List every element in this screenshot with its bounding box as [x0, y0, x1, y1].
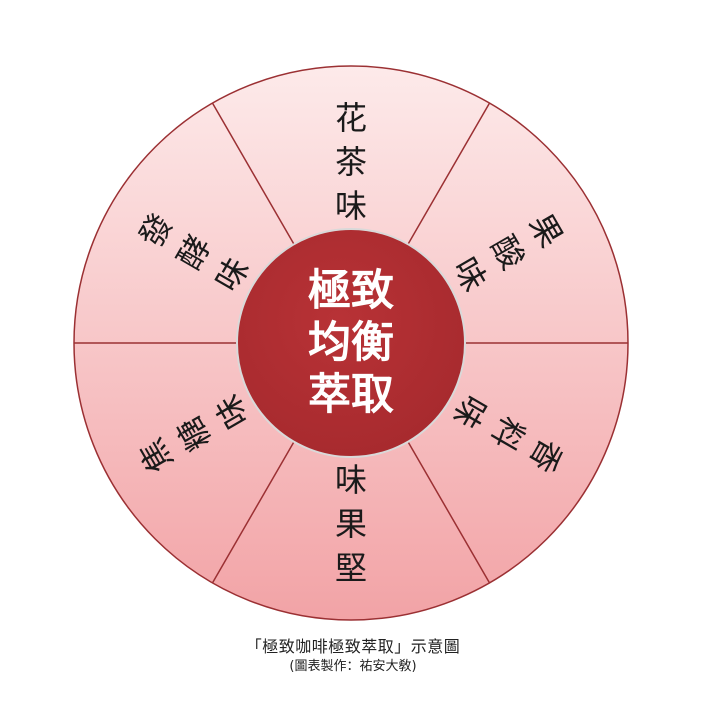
segment-dividers — [74, 102, 628, 584]
center-line-0: 極致 — [308, 266, 394, 316]
segment-floral-char-1: 茶 — [335, 143, 367, 181]
center-line-1: 均衡 — [308, 318, 394, 368]
segment-divider-1 — [407, 102, 491, 245]
segment-nut-char-1: 果 — [335, 505, 367, 543]
segment-nut-char-0: 堅 — [335, 549, 367, 587]
segment-floral-char-0: 花 — [335, 99, 367, 137]
center-line-2: 萃取 — [308, 370, 394, 420]
segment-floral-char-2: 味 — [335, 187, 367, 225]
caption-credit: (圖表製作：祐安大敎) — [289, 659, 417, 674]
caption-title: 「極致咖啡極致萃取」示意圖 — [245, 637, 461, 656]
center-hub — [236, 228, 466, 458]
segment-nut-char-2: 味 — [335, 461, 367, 499]
segment-divider-0 — [211, 102, 295, 245]
segment-divider-4 — [211, 441, 295, 584]
segment-divider-3 — [407, 441, 491, 584]
